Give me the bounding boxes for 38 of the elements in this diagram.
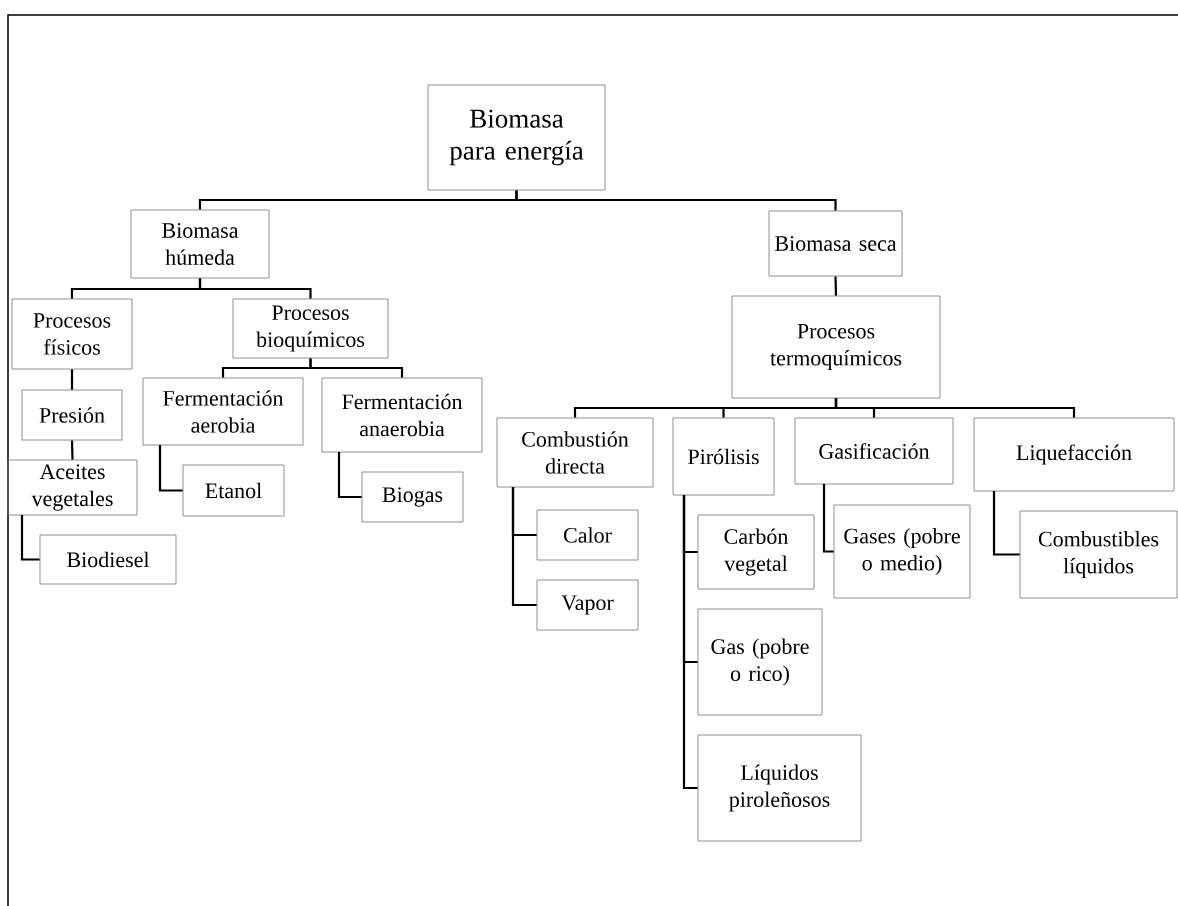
process-box: Combustión directa <box>496 417 654 488</box>
connector-line <box>70 440 74 460</box>
connector-line <box>834 276 838 296</box>
process-box: Etanol <box>182 464 285 517</box>
process-box: Líquidos piroleñosos <box>697 734 862 842</box>
process-box: Pirólisis <box>672 417 775 496</box>
process-box: Gases (pobre o medio) <box>833 504 971 599</box>
process-box: Procesos termoquímicos <box>731 295 941 399</box>
connector-line <box>515 190 837 211</box>
process-box: Fermentación anaerobia <box>321 377 483 453</box>
connector-line <box>337 452 362 499</box>
connector-line <box>198 278 312 299</box>
process-box: Biomasa húmeda <box>130 209 270 279</box>
connector-line <box>511 487 537 607</box>
process-box: Combustibles líquidos <box>1019 510 1178 599</box>
process-box: Carbón vegetal <box>697 514 815 590</box>
process-box: Aceites vegetales <box>7 459 138 516</box>
connector-line <box>992 491 1020 556</box>
connector-line <box>682 495 698 790</box>
process-box: Biomasa para energía <box>427 84 606 191</box>
process-box: Biogas <box>361 471 464 523</box>
process-box: Biodiesel <box>39 534 177 585</box>
connector-line <box>70 369 74 390</box>
process-box: Presión <box>21 389 123 441</box>
process-box: Vapor <box>536 579 639 631</box>
process-box: Biomasa seca <box>768 210 903 277</box>
connector-line <box>822 484 834 553</box>
connector-line <box>834 398 1076 418</box>
process-box: Liquefacción <box>973 417 1175 492</box>
process-box: Fermentación aerobia <box>142 377 304 446</box>
connector-line <box>158 445 183 492</box>
process-box: Procesos bioquímicos <box>232 298 389 359</box>
process-box: Gas (pobre o rico) <box>697 608 823 716</box>
process-box: Procesos físicos <box>11 298 133 370</box>
process-box: Calor <box>536 509 639 561</box>
process-box: Gasificación <box>794 417 954 485</box>
connector-line <box>20 515 40 561</box>
connector-line <box>309 358 404 378</box>
